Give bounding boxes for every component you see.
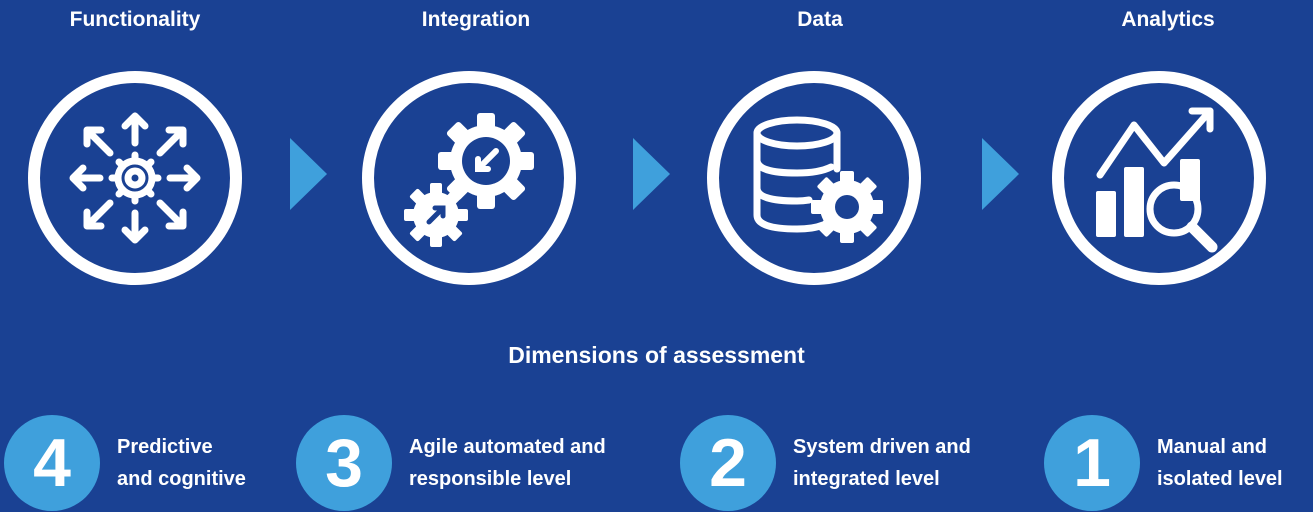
- integration-circle: [362, 71, 576, 285]
- level-description: Agile automated and responsible level: [409, 431, 629, 495]
- level-4: 4 Predictive and cognitive: [4, 415, 337, 511]
- level-line-1: Manual and: [1157, 436, 1268, 458]
- level-line-2: integrated level: [793, 468, 940, 490]
- arrows-gear-icon: [69, 112, 201, 244]
- level-2: 2 System driven and integrated level: [680, 415, 1013, 511]
- database-gear-icon: [753, 116, 883, 243]
- level-description: System driven and integrated level: [793, 431, 1013, 495]
- level-line-1: Predictive: [117, 436, 213, 458]
- flow-arrow-2: [633, 138, 670, 210]
- level-1: 1 Manual and isolated level: [1044, 415, 1313, 511]
- dimension-label-integration: Integration: [421, 8, 531, 31]
- flow-arrow-3: [982, 138, 1019, 210]
- level-description: Predictive and cognitive: [117, 431, 337, 495]
- flow-arrow-1: [290, 138, 327, 210]
- level-line-2: isolated level: [1157, 468, 1283, 490]
- analytics-circle: [1052, 71, 1266, 285]
- level-line-1: Agile automated and: [409, 436, 606, 458]
- level-number-badge: 2: [680, 415, 776, 511]
- dimension-label-data: Data: [797, 8, 843, 31]
- level-description: Manual and isolated level: [1157, 431, 1313, 495]
- level-line-2: and cognitive: [117, 468, 246, 490]
- level-number-badge: 4: [4, 415, 100, 511]
- level-number-badge: 3: [296, 415, 392, 511]
- level-line-1: System driven and: [793, 436, 971, 458]
- dimension-label-analytics: Analytics: [1121, 8, 1215, 31]
- dimension-label-functionality: Functionality: [69, 8, 201, 31]
- level-number-badge: 1: [1044, 415, 1140, 511]
- gears-icon: [404, 113, 534, 247]
- level-line-2: responsible level: [409, 468, 572, 490]
- functionality-circle: [28, 71, 242, 285]
- chart-magnifier-icon: [1096, 107, 1218, 253]
- section-title: Dimensions of assessment: [508, 342, 805, 368]
- data-circle: [707, 71, 921, 285]
- level-3: 3 Agile automated and responsible level: [296, 415, 629, 511]
